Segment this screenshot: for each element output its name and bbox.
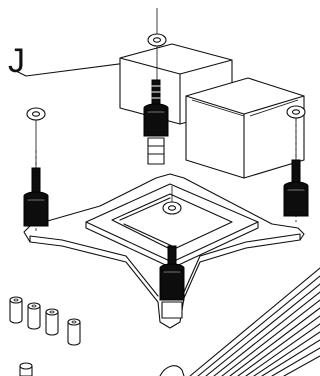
heatsink-block-icon [119,43,305,179]
washer-icon [26,8,306,215]
standoff-icon [9,296,81,376]
heatsink-fins-icon [159,267,320,376]
mounting-bracket-icon [23,118,305,329]
spring-screw-icon [23,79,309,319]
callout-label: J [8,42,25,80]
callout-leader [13,59,151,77]
